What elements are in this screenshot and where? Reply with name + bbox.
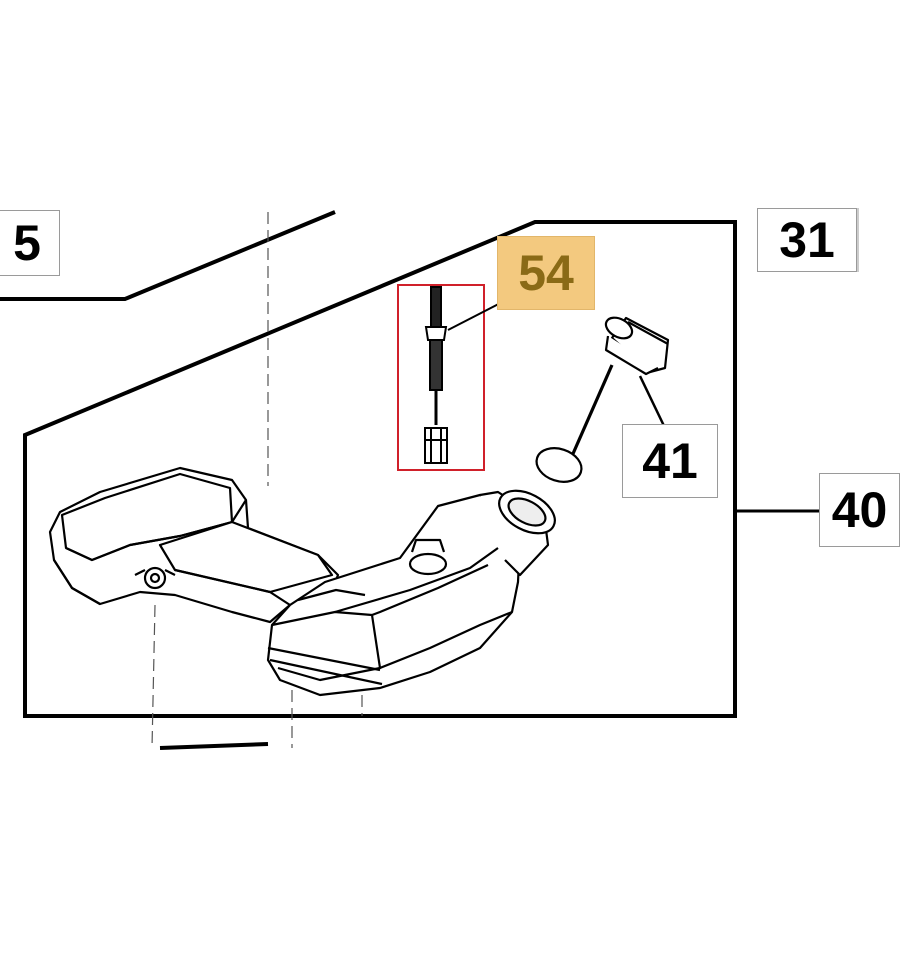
fuel-cap-part [535,316,670,483]
callout-40[interactable]: 40 [819,473,900,547]
callout-5[interactable]: 5 [0,210,60,276]
leader-41 [638,375,667,429]
selection-frame-54[interactable] [397,284,485,471]
outer-assembly-outline [0,210,336,301]
lower-assembly-fragment [159,742,269,750]
callout-41[interactable]: 41 [622,424,718,498]
callout-54[interactable]: 54 [497,236,595,310]
centerlines [151,212,363,749]
fuel-tank-group-frame [23,220,737,718]
fuel-tank [48,466,556,697]
fuel-line-part [424,286,448,464]
callout-31[interactable]: 31 [757,208,857,272]
